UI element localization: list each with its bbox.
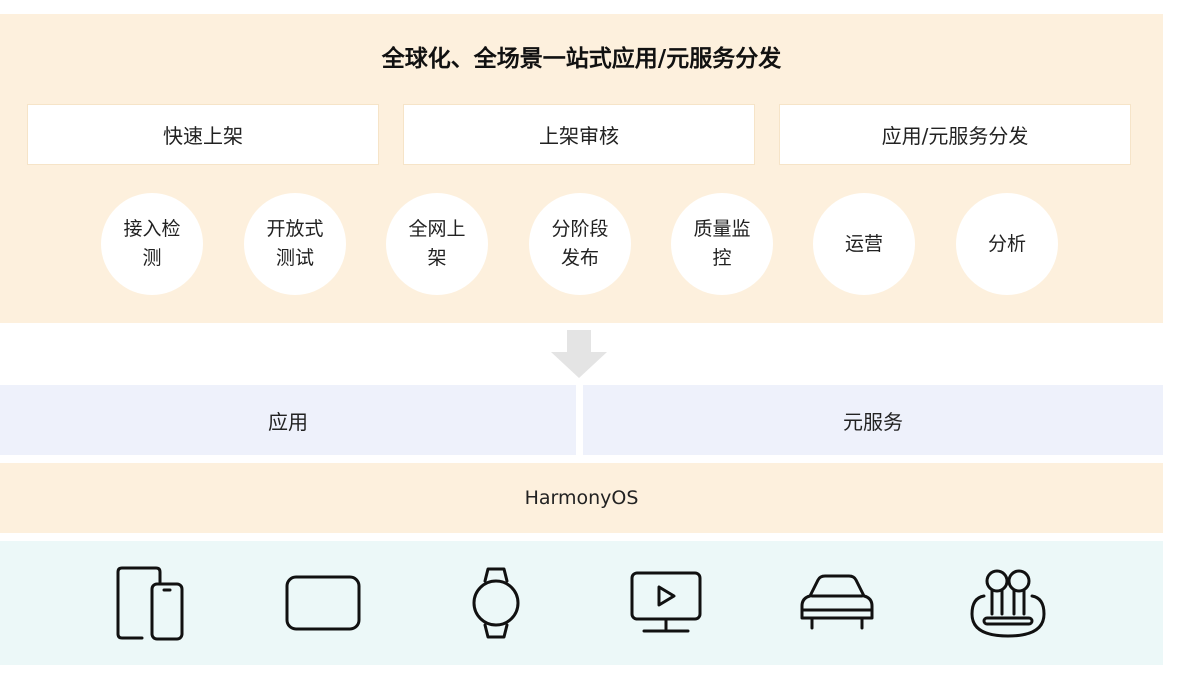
layer-harmonyos: HarmonyOS [0,463,1163,533]
phone-icon [116,566,184,642]
category-quick-listing: 快速上架 [27,104,379,165]
diagram-title: 全球化、全场景一站式应用/元服务分发 [381,46,782,72]
step-analysis: 分析 [956,193,1058,295]
category-listing-review: 上架审核 [403,104,755,165]
down-arrow-icon [551,330,607,382]
tv-icon [630,571,702,635]
car-icon [798,574,876,632]
step-open-testing: 开放式测试 [244,193,346,295]
step-access-detection: 接入检测 [101,193,203,295]
earbuds-icon [968,568,1048,640]
layer-apps: 应用 [0,385,576,455]
step-network-listing: 全网上架 [386,193,488,295]
layer-atomic-services: 元服务 [583,385,1163,455]
watch-icon [470,567,522,639]
step-operations: 运营 [813,193,915,295]
tablet-icon [285,575,361,631]
step-quality-monitoring: 质量监控 [671,193,773,295]
category-distribution: 应用/元服务分发 [779,104,1131,165]
step-phased-release: 分阶段发布 [529,193,631,295]
device-panel [0,541,1163,665]
